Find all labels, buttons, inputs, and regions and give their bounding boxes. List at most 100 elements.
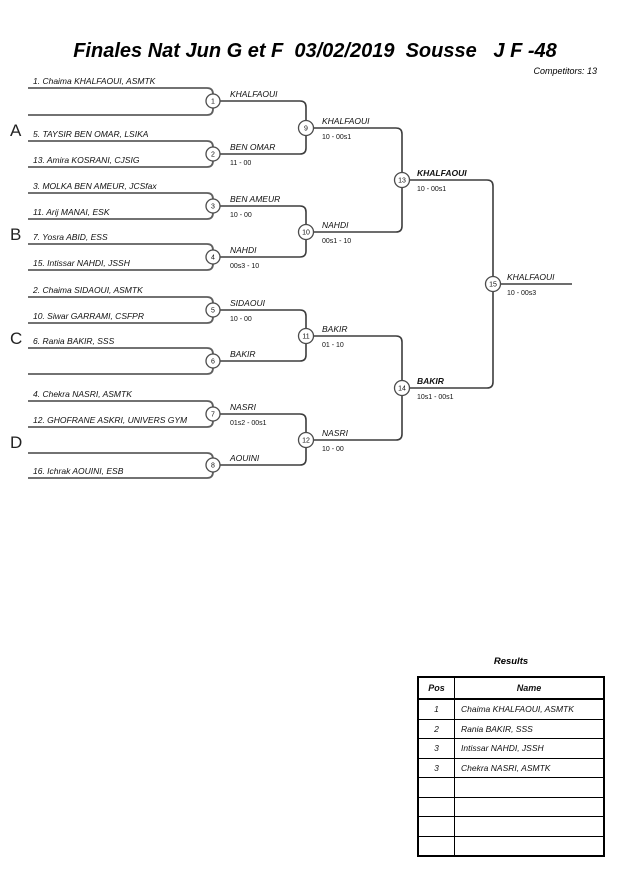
results-table: Pos Name 1 Chaima KHALFAOUI, ASMTK 2 Ran… (417, 676, 605, 857)
match-score: 11 - 00 (230, 160, 251, 167)
winner-name: BEN AMEUR (230, 194, 280, 204)
match-score: 01s2 - 00s1 (230, 420, 267, 427)
results-header-row: Pos Name (417, 676, 605, 700)
result-pos (417, 796, 455, 817)
match-circle (205, 249, 221, 265)
bracket-pair-line (28, 87, 214, 116)
match-circle (297, 327, 315, 345)
match-number: 2 (211, 152, 215, 159)
result-name: Intissar NAHDI, JSSH (454, 738, 605, 759)
match-circle (205, 406, 221, 422)
match-number: 5 (211, 308, 215, 315)
match-circle (297, 119, 315, 137)
match-number: 9 (304, 126, 308, 133)
page-title: Finales Nat Jun G et F 03/02/2019 Sousse… (73, 40, 557, 62)
match-score: 10s1 - 00s1 (417, 394, 454, 401)
winner-name: NASRI (322, 428, 349, 438)
slot-name: 5. TAYSIR BEN OMAR, LSIKA (33, 129, 149, 139)
match-score: 00s3 - 10 (230, 263, 259, 270)
result-pos (417, 777, 455, 798)
table-row (417, 816, 605, 837)
winner-name: NAHDI (322, 220, 349, 230)
connector-line (313, 127, 403, 233)
match-score: 10 - 00s3 (507, 290, 536, 297)
winner-name: KHALFAOUI (507, 272, 555, 282)
winner-name: BAKIR (230, 349, 256, 359)
match-circle (205, 302, 221, 318)
match-circle (484, 275, 502, 293)
winner-name: BAKIR (322, 324, 348, 334)
table-row: 3 Chekra NASRI, ASMTK (417, 757, 605, 778)
group-label-d: D (10, 433, 22, 452)
winner-name: KHALFAOUI (417, 168, 467, 178)
match-score: 10 - 00s1 (322, 134, 351, 141)
result-pos: 3 (417, 738, 455, 759)
match-score: 00s1 - 10 (322, 238, 351, 245)
winner-name: KHALFAOUI (230, 89, 278, 99)
match-circle (205, 93, 221, 109)
slot-name: 12. GHOFRANE ASKRI, UNIVERS GYM (33, 415, 188, 425)
result-name (454, 816, 605, 837)
match-circle (297, 223, 315, 241)
match-number: 13 (398, 178, 406, 185)
match-score: 10 - 00 (230, 212, 252, 219)
table-row: 2 Rania BAKIR, SSS (417, 718, 605, 739)
results-col-name: Name (454, 676, 605, 700)
result-name (454, 777, 605, 798)
slot-name: 11. Arij MANAI, ESK (33, 207, 110, 217)
slot-name: 10. Siwar GARRAMI, CSFPR (33, 311, 144, 321)
match-circle (297, 431, 315, 449)
result-name (454, 835, 605, 857)
result-pos: 3 (417, 757, 455, 778)
match-number: 4 (211, 255, 215, 262)
match-circle (205, 457, 221, 473)
slot-name: 13. Amira KOSRANI, CJSIG (33, 155, 140, 165)
match-circle (393, 379, 411, 397)
match-number: 10 (302, 230, 310, 237)
match-number: 11 (302, 334, 309, 341)
competitors-count: Competitors: 13 (533, 66, 597, 76)
result-pos (417, 816, 455, 837)
match-score: 10 - 00 (322, 446, 344, 453)
table-row (417, 777, 605, 798)
slot-name: 3. MOLKA BEN AMEUR, JCSfax (33, 181, 157, 191)
winner-name: SIDAOUI (230, 298, 266, 308)
match-score: 10 - 00s1 (417, 186, 446, 193)
result-pos: 2 (417, 718, 455, 739)
result-name: Rania BAKIR, SSS (454, 718, 605, 739)
winner-name: NAHDI (230, 245, 257, 255)
result-name (454, 796, 605, 817)
match-score: 01 - 10 (322, 342, 344, 349)
slot-name: 4. Chekra NASRI, ASMTK (33, 389, 132, 399)
slot-name: 1. Chaima KHALFAOUI, ASMTK (33, 76, 156, 86)
match-number: 8 (211, 463, 215, 470)
match-number: 1 (211, 99, 215, 106)
results-col-pos: Pos (417, 676, 455, 700)
connector-line (409, 179, 494, 389)
match-circle (205, 198, 221, 214)
match-number: 14 (398, 386, 406, 393)
table-row (417, 835, 605, 857)
connector-line (313, 335, 403, 441)
bracket-diagram: A B C D 1. Chaima KHALFAOUI, ASMTK 5. TA… (10, 76, 572, 479)
match-number: 7 (211, 412, 215, 419)
result-name: Chaima KHALFAOUI, ASMTK (454, 698, 605, 720)
match-circle (393, 171, 411, 189)
winner-name: NASRI (230, 402, 257, 412)
winner-name: AOUINI (229, 453, 260, 463)
result-pos: 1 (417, 698, 455, 720)
winner-name: BEN OMAR (230, 142, 275, 152)
slot-name: 2. Chaima SIDAOUI, ASMTK (32, 285, 143, 295)
table-row (417, 796, 605, 817)
match-circle (205, 353, 221, 369)
result-pos (417, 835, 455, 857)
table-row: 1 Chaima KHALFAOUI, ASMTK (417, 698, 605, 720)
match-number: 12 (302, 438, 310, 445)
slot-name: 15. Intissar NAHDI, JSSH (33, 258, 131, 268)
match-circle (205, 146, 221, 162)
result-name: Chekra NASRI, ASMTK (454, 757, 605, 778)
table-row: 3 Intissar NAHDI, JSSH (417, 738, 605, 759)
match-number: 3 (211, 204, 215, 211)
match-number: 15 (489, 282, 497, 289)
